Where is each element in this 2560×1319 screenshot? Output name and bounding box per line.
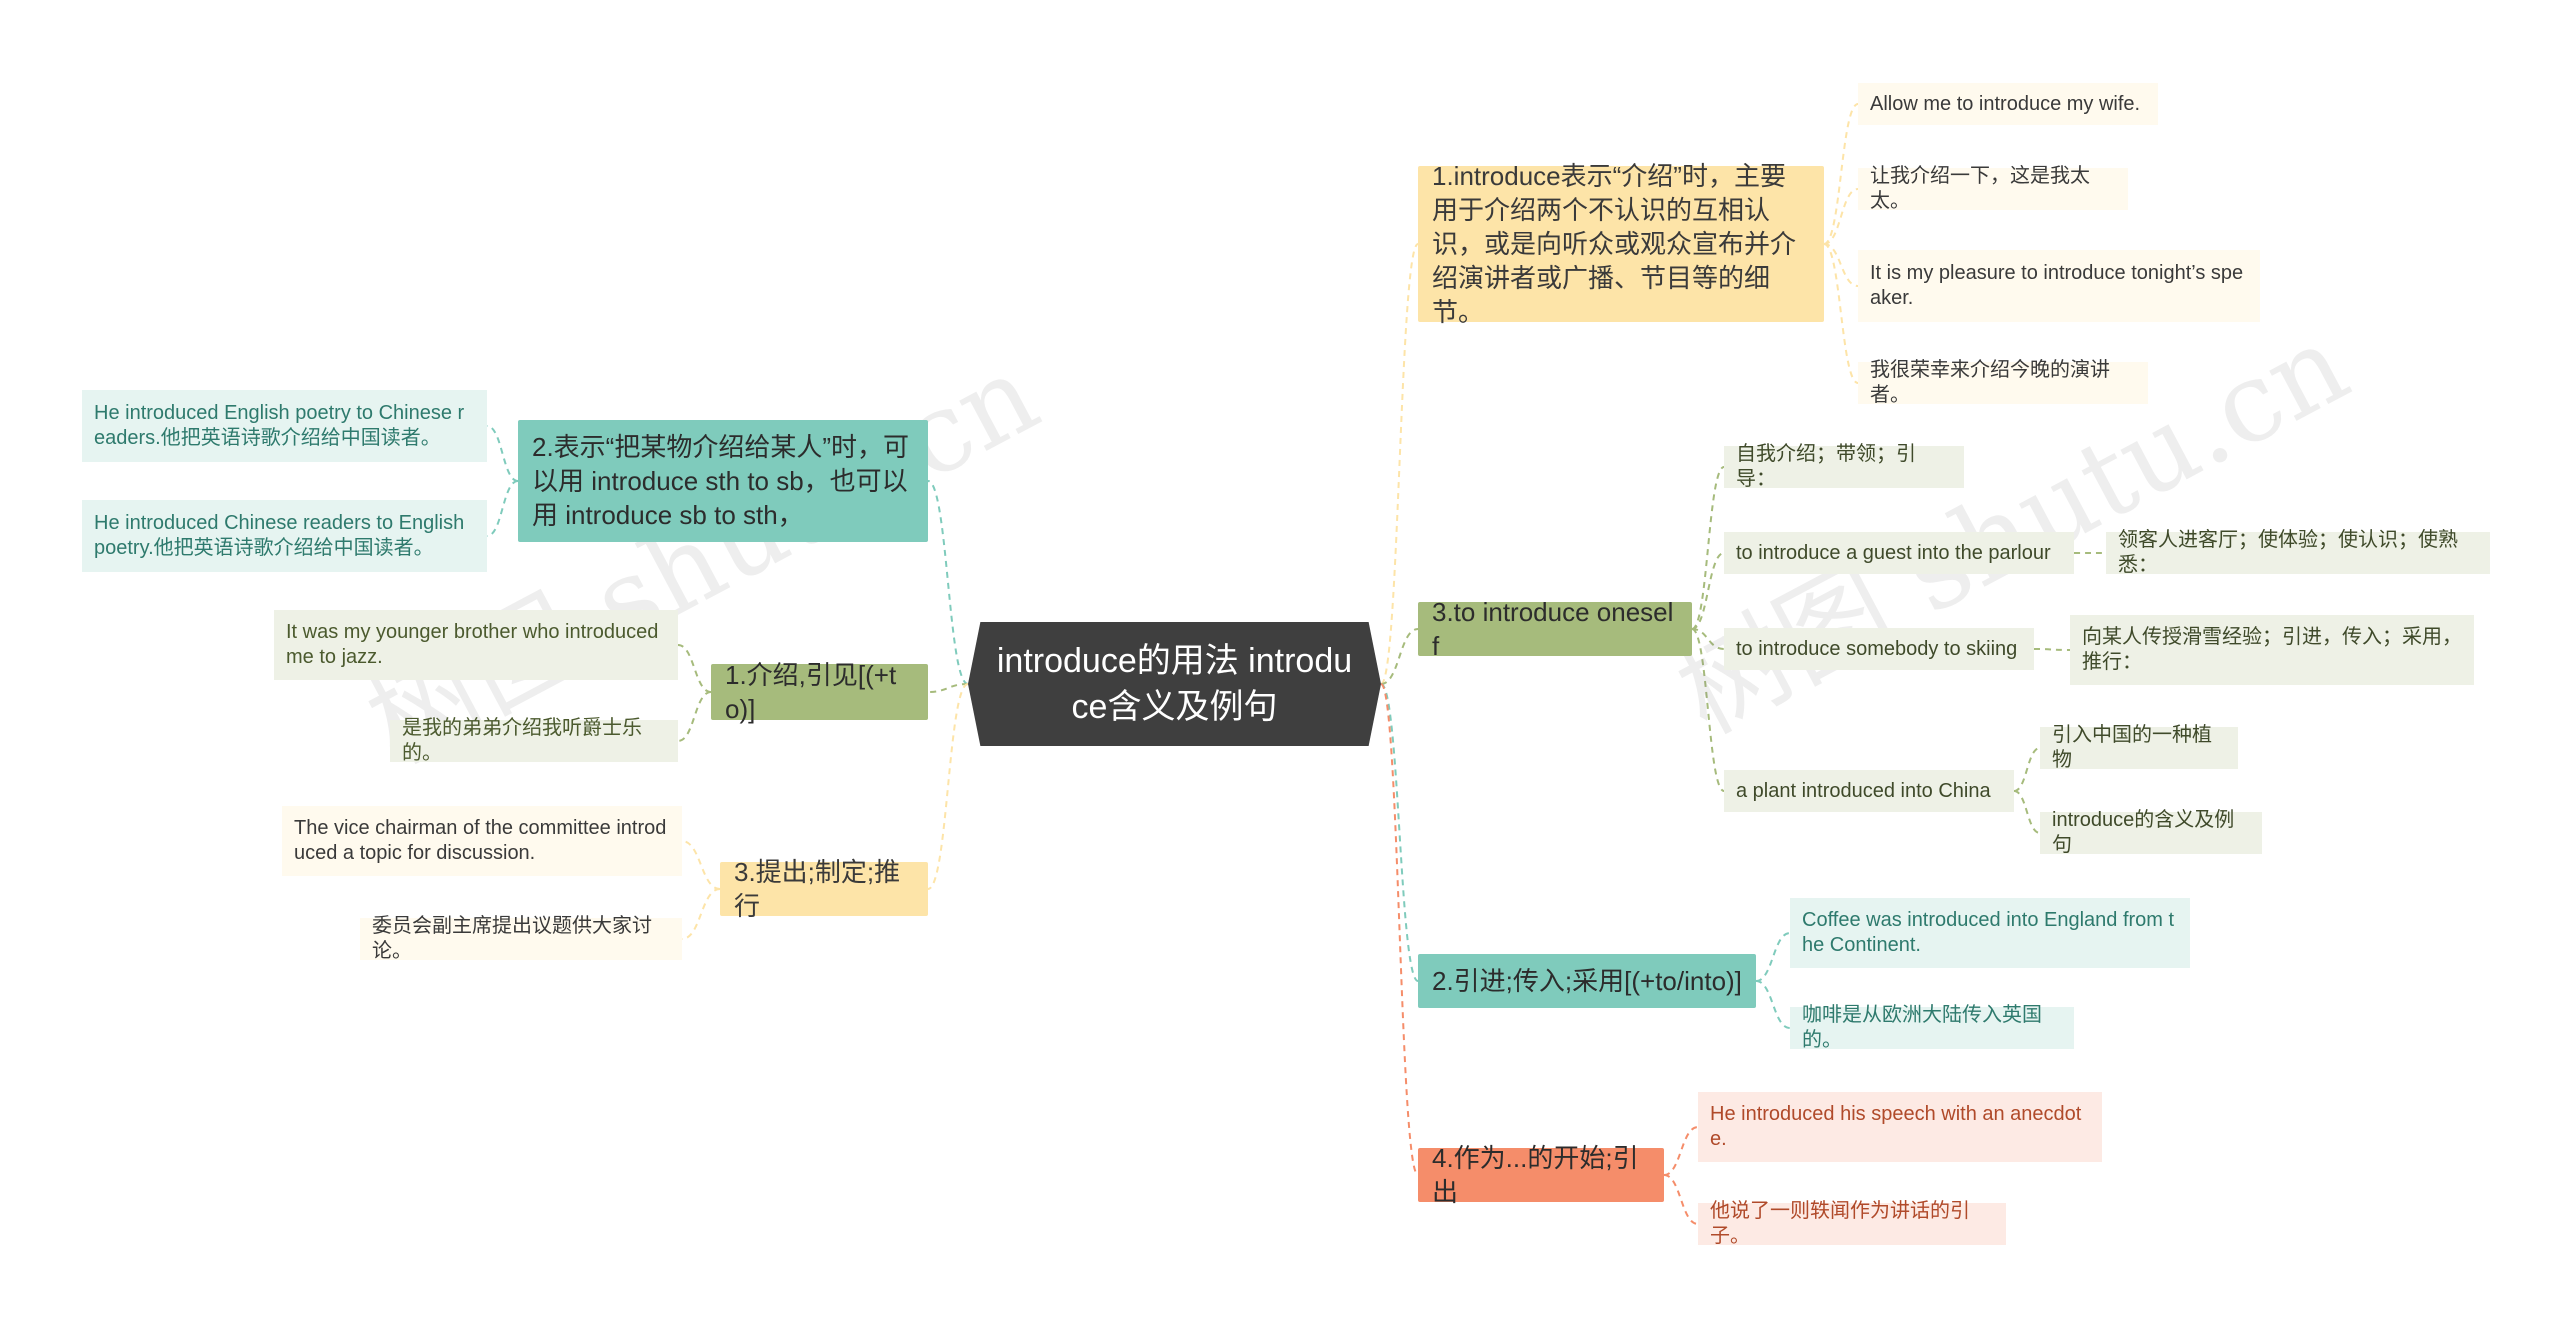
connector-right-1-item-4-detail-1	[2013, 747, 2041, 792]
left-0-example-1[interactable]: He introduced English poetry to Chinese …	[82, 390, 487, 462]
left-topic-introduce[interactable]: 1.介绍,引见[(+to)]	[711, 660, 928, 724]
right-topic-import[interactable]: 2.引进;传入;采用[(+to/into)]	[1418, 954, 1756, 1008]
connector-right-0-example-4	[1823, 243, 1859, 384]
right-3-example-1[interactable]: He introduced his speech with an anecdot…	[1698, 1092, 2102, 1162]
right-1-item-1[interactable]: 自我介绍；带领；引导：	[1724, 443, 1964, 490]
left-0-example-2[interactable]: He introduced Chinese readers to English…	[82, 500, 487, 572]
connector-left-1-example-1	[677, 644, 712, 693]
right-0-example-3[interactable]: It is my pleasure to introduce tonight’s…	[1858, 250, 2260, 322]
connector-left-topic-propose	[927, 683, 969, 890]
connector-right-1-item-4-detail-2	[2013, 790, 2041, 834]
connector-right-1-item-4	[1691, 628, 1725, 792]
connector-right-1-item-1	[1691, 466, 1725, 630]
right-topic-introduce-meaning[interactable]: 1.introduce表示“介绍”时，主要用于介绍两个不认识的互相认识，或是向听…	[1418, 161, 1824, 327]
connector-right-2-example-2	[1755, 980, 1791, 1029]
connector-left-0-example-2	[486, 480, 519, 537]
connector-right-0-example-2	[1823, 188, 1859, 245]
connector-left-0-example-1	[486, 425, 519, 482]
left-topic-pass-to-someone[interactable]: 2.表示“把某物介绍给某人”时，可以用 introduce sth to sb，…	[518, 420, 928, 542]
connector-right-1-item-3	[1691, 628, 1725, 650]
connector-left-1-example-2	[677, 691, 712, 742]
connector-right-1-item-2	[1691, 552, 1725, 630]
connector-right-topic-introduce-oneself	[1380, 628, 1419, 685]
right-0-example-1[interactable]: Allow me to introduce my wife.	[1858, 83, 2158, 125]
right-1-item-3-detail[interactable]: 向某人传授滑雪经验；引进，传入；采用，推行：	[2070, 615, 2474, 685]
right-1-item-2[interactable]: to introduce a guest into the parlour	[1724, 532, 2074, 574]
root-topic[interactable]: introduce的用法 introduce含义及例句	[968, 622, 1381, 746]
connector-right-0-example-1	[1823, 103, 1859, 245]
connector-right-topic-import	[1380, 683, 1419, 982]
connector-left-2-example-2	[681, 888, 721, 940]
right-3-example-2[interactable]: 他说了一则轶闻作为讲话的引子。	[1698, 1200, 2006, 1247]
left-1-example-2[interactable]: 是我的弟弟介绍我听爵士乐的。	[390, 717, 678, 764]
connector-left-topic-introduce	[927, 683, 969, 693]
right-topic-introduce-oneself[interactable]: 3.to introduce oneself	[1418, 597, 1692, 661]
right-1-item-2-detail[interactable]: 领客人进客厅；使体验；使认识；使熟悉：	[2106, 529, 2490, 576]
connector-right-topic-begin	[1380, 683, 1419, 1176]
right-2-example-1[interactable]: Coffee was introduced into England from …	[1790, 898, 2190, 968]
right-1-item-3[interactable]: to introduce somebody to skiing	[1724, 628, 2034, 670]
right-1-item-4-detail-1[interactable]: 引入中国的一种植物	[2040, 724, 2238, 771]
right-topic-begin[interactable]: 4.作为...的开始;引出	[1418, 1143, 1664, 1207]
right-1-item-4-detail-2[interactable]: introduce的含义及例句	[2040, 809, 2262, 856]
right-1-item-4[interactable]: a plant introduced into China	[1724, 770, 2014, 812]
right-2-example-2[interactable]: 咖啡是从欧洲大陆传入英国的。	[1790, 1004, 2074, 1051]
left-2-example-2[interactable]: 委员会副主席提出议题供大家讨论。	[360, 915, 682, 962]
connector-right-3-example-1	[1663, 1126, 1699, 1176]
connector-right-1-item-3-detail	[2033, 648, 2071, 651]
connector-left-2-example-1	[681, 840, 721, 890]
connector-right-3-example-2	[1663, 1174, 1699, 1225]
left-topic-propose[interactable]: 3.提出;制定;推行	[720, 857, 928, 921]
right-0-example-4[interactable]: 我很荣幸来介绍今晚的演讲者。	[1858, 359, 2148, 406]
connector-right-topic-introduce-meaning	[1380, 243, 1419, 685]
left-2-example-1[interactable]: The vice chairman of the committee intro…	[282, 806, 682, 876]
connector-left-topic-pass-to-someone	[927, 480, 969, 685]
right-0-example-2[interactable]: 让我介绍一下，这是我太太。	[1858, 165, 2128, 212]
connector-right-0-example-3	[1823, 243, 1859, 287]
connector-right-2-example-1	[1755, 932, 1791, 982]
left-1-example-1[interactable]: It was my younger brother who introduced…	[274, 610, 678, 680]
